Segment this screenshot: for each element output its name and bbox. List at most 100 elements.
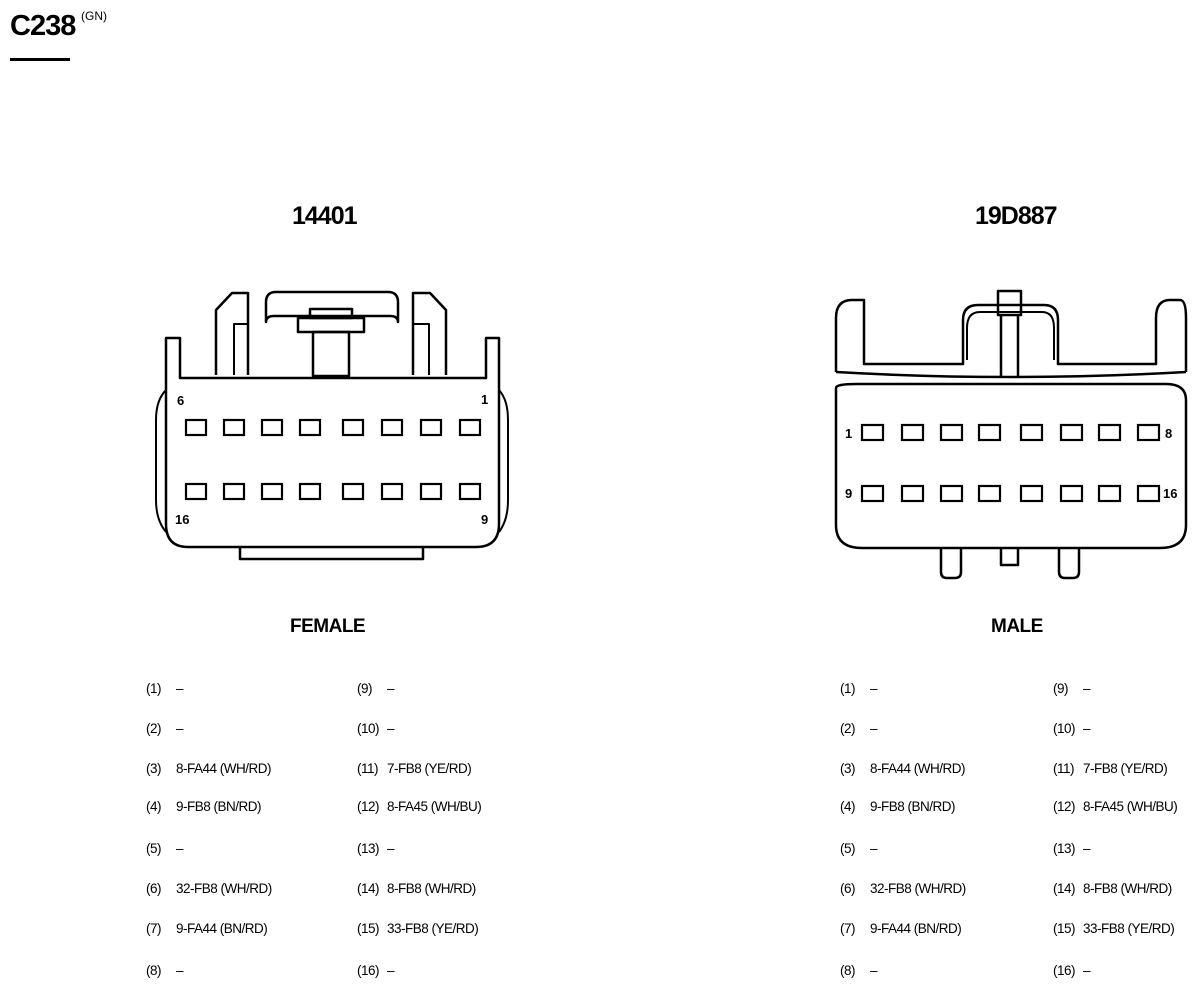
male-pin-cavity: [1059, 423, 1084, 442]
female-pin-number: (15): [357, 921, 380, 936]
female-part-number: 14401: [292, 202, 358, 230]
female-pin-number: (6): [146, 881, 162, 896]
male-pin-number: (12): [1053, 799, 1076, 814]
male-pin-cavity: [860, 484, 885, 503]
male-pin-row: (14) 8-FB8 (WH/RD): [1053, 880, 1172, 898]
female-pin-number: (9): [357, 681, 373, 696]
male-pin-circuit: –: [1083, 963, 1091, 978]
female-pin-cavity: [458, 482, 482, 501]
male-pin-circuit: 8-FA44 (WH/RD): [870, 761, 966, 776]
male-pin-row: (6)32-FB8 (WH/RD): [840, 880, 966, 898]
female-pin-number: (13): [357, 841, 380, 856]
male-pin-number: (14): [1053, 881, 1076, 896]
male-pin-row: (10)–: [1053, 720, 1091, 738]
female-pin-number: (14): [357, 881, 380, 896]
female-pin-circuit: 8-FA45 (WH/BU): [387, 799, 482, 814]
male-pin-cavity: [1136, 423, 1161, 442]
female-pin-circuit: –: [387, 681, 395, 696]
female-pin-circuit: –: [176, 841, 184, 856]
male-pin-circuit: 8-FB8 (WH/RD): [1083, 881, 1172, 896]
male-corner-label-bottom-left: 9: [845, 486, 853, 501]
male-pin-row: (4) 9-FB8 (BN/RD): [840, 798, 956, 816]
male-pin-number: (8): [840, 963, 856, 978]
male-pin-cavities: [860, 423, 1161, 503]
male-pin-cavity: [939, 423, 964, 442]
male-pin-row: (12) 8-FA45 (WH/BU): [1053, 798, 1178, 816]
male-pin-row: (2)–: [840, 720, 878, 738]
female-pin-circuit: 8-FB8 (WH/RD): [387, 881, 476, 896]
female-pin-row: (4)9-FB8 (BN/RD): [146, 798, 262, 816]
female-pin-row: (8)–: [146, 962, 184, 980]
male-corner-label-bottom-right: 16: [1163, 486, 1178, 501]
male-pin-circuit: 9-FA44 (BN/RD): [870, 921, 962, 936]
female-pin-circuit: –: [387, 841, 395, 856]
female-pin-cavity: [380, 482, 404, 501]
female-pin-number: (11): [357, 761, 379, 776]
male-pin-cavity: [1059, 484, 1084, 503]
male-pin-row: (13)–: [1053, 840, 1091, 858]
female-pin-row: (9)–: [357, 680, 395, 698]
male-pin-row: (15) 33-FB8 (YE/RD): [1053, 920, 1175, 938]
female-connector-outline: [155, 290, 509, 561]
male-pin-circuit: –: [1083, 721, 1091, 736]
female-pin-row: (14) 8-FB8 (WH/RD): [357, 880, 476, 898]
male-pin-cavity: [1097, 423, 1122, 442]
female-pin-number: (5): [146, 841, 162, 856]
female-pin-cavity: [260, 418, 284, 437]
female-pin-circuit: –: [176, 963, 184, 978]
male-pin-row: (9)–: [1053, 680, 1091, 698]
male-pin-cavity: [939, 484, 964, 503]
male-pin-circuit: –: [1083, 681, 1091, 696]
female-pin-cavities: [184, 418, 482, 501]
male-pin-number: (3): [840, 761, 856, 776]
male-connector-outline: [834, 289, 1188, 580]
female-pin-cavity: [341, 418, 365, 437]
male-pin-number: (16): [1053, 963, 1076, 978]
male-pin-circuit: 9-FB8 (BN/RD): [870, 799, 956, 814]
male-corner-label-top-left: 1: [845, 426, 853, 441]
female-pin-cavity: [222, 418, 246, 437]
male-label: MALE: [991, 616, 1043, 637]
male-pin-row: (1)–: [840, 680, 878, 698]
female-pin-circuit: 33-FB8 (YE/RD): [387, 921, 479, 936]
female-corner-label-top-right: 1: [481, 392, 489, 407]
male-pin-number: (10): [1053, 721, 1076, 736]
female-pin-circuit: 32-FB8 (WH/RD): [176, 881, 272, 896]
male-pin-circuit: 33-FB8 (YE/RD): [1083, 921, 1175, 936]
female-pin-cavity: [419, 418, 443, 437]
female-pin-cavity: [184, 482, 208, 501]
female-pin-cavity: [341, 482, 365, 501]
male-pin-number: (4): [840, 799, 856, 814]
male-pin-row: (7)9-FA44 (BN/RD): [840, 920, 962, 938]
male-pin-number: (15): [1053, 921, 1076, 936]
female-pin-row: (11)7-FB8 (YE/RD): [357, 760, 472, 778]
female-corner-label-top-left: 6: [177, 393, 185, 408]
male-pin-circuit: 8-FA45 (WH/BU): [1083, 799, 1178, 814]
female-pin-number: (4): [146, 799, 162, 814]
female-pin-cavity: [458, 418, 482, 437]
female-pin-cavity: [419, 482, 443, 501]
male-pin-circuit: –: [870, 721, 878, 736]
male-pin-row: (11)7-FB8 (YE/RD): [1053, 760, 1168, 778]
female-pin-row: (16)–: [357, 962, 395, 980]
female-pin-number: (12): [357, 799, 380, 814]
female-pin-row: (13)–: [357, 840, 395, 858]
male-corner-label-top-right: 8: [1165, 426, 1173, 441]
male-pin-cavity: [1019, 484, 1044, 503]
male-pin-row: (8)–: [840, 962, 878, 980]
male-pin-cavity: [900, 423, 925, 442]
female-pin-cavity: [260, 482, 284, 501]
male-pin-circuit: –: [1083, 841, 1091, 856]
male-pin-number: (1): [840, 681, 856, 696]
female-pin-number: (2): [146, 721, 162, 736]
female-corner-label-bottom-right: 9: [481, 512, 489, 527]
male-pin-number: (6): [840, 881, 856, 896]
male-pin-cavity: [900, 484, 925, 503]
male-pin-number: (13): [1053, 841, 1076, 856]
male-pin-number: (11): [1053, 761, 1075, 776]
female-pin-cavity: [298, 482, 322, 501]
female-pin-number: (1): [146, 681, 162, 696]
male-pin-row: (5)–: [840, 840, 878, 858]
female-pin-number: (7): [146, 921, 162, 936]
